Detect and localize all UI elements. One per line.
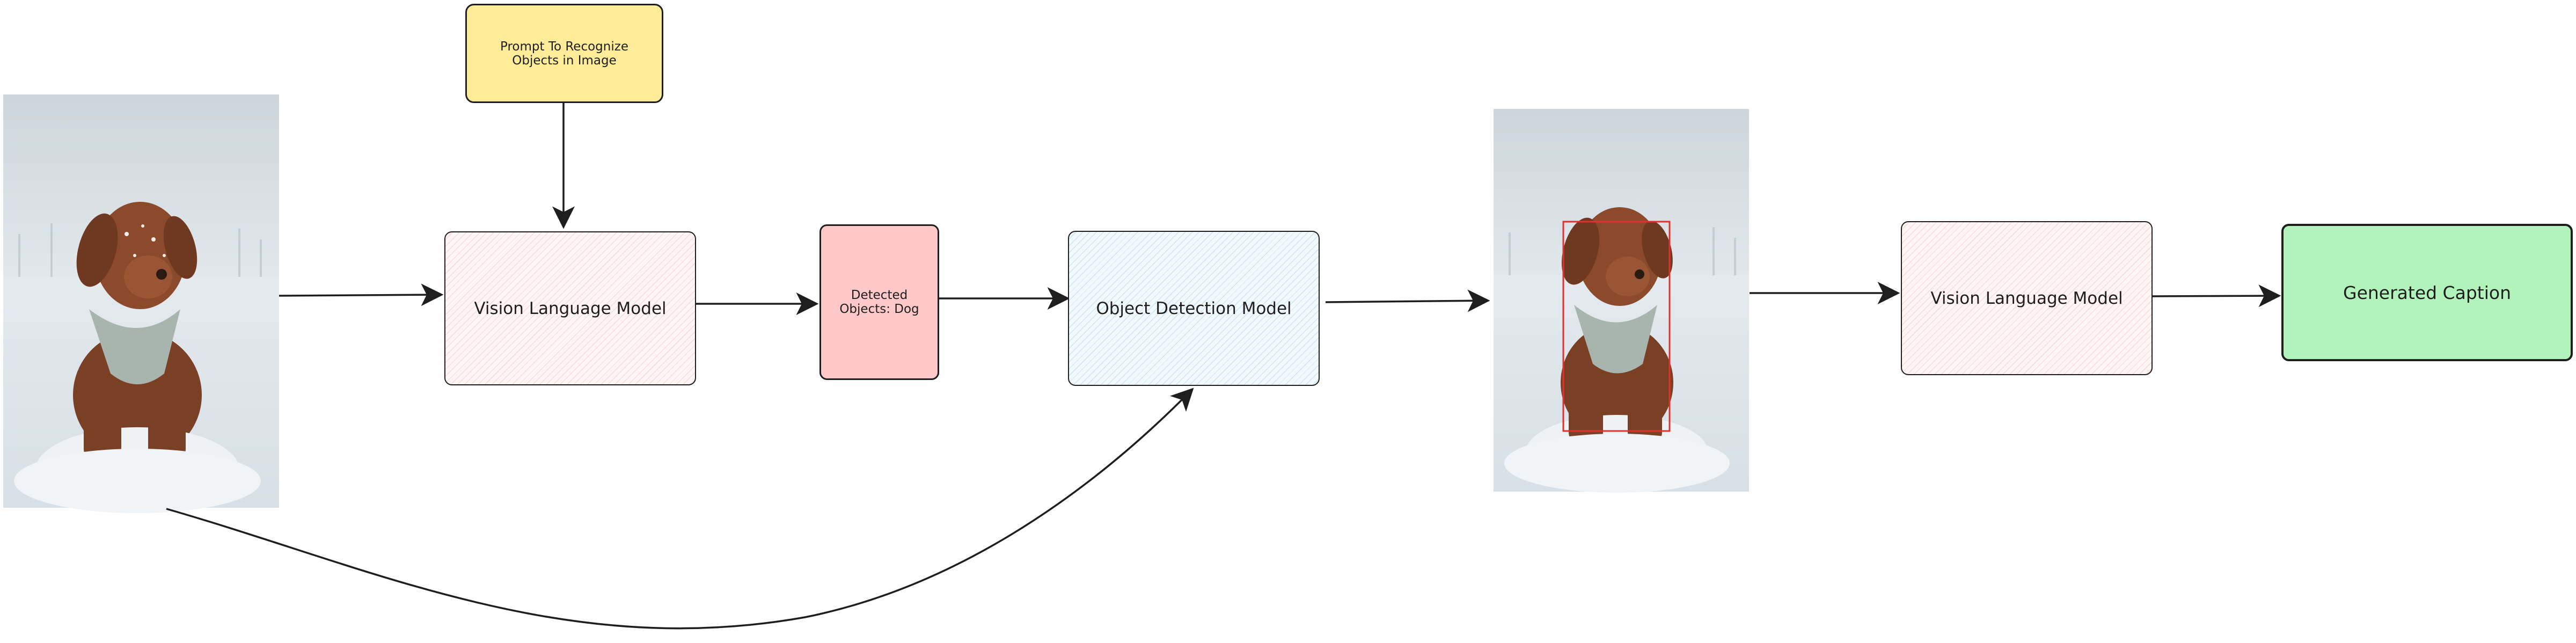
bounding-box [1562, 221, 1671, 432]
vlm-node-2[interactable]: Vision Language Model [1901, 221, 2153, 375]
arrow-image-curve-to-odm [166, 388, 1194, 630]
vlm-label-2: Vision Language Model [1930, 288, 2123, 308]
vlm-node-1[interactable]: Vision Language Model [444, 231, 696, 385]
vlm-label-1: Vision Language Model [474, 298, 667, 318]
trees-silhouette [18, 223, 262, 277]
input-dog-photo [3, 94, 279, 513]
generated-caption-node[interactable]: Generated Caption [2281, 224, 2573, 361]
object-detection-label: Object Detection Model [1096, 298, 1292, 318]
arrow-image-to-vlm [279, 283, 444, 306]
detected-objects-node[interactable]: Detected Objects: Dog [819, 224, 939, 380]
prompt-label: Prompt To Recognize Objects in Image [500, 39, 628, 68]
detected-objects-label: Detected Objects: Dog [839, 288, 919, 316]
arrow-odm-to-photo [1325, 289, 1490, 312]
prompt-node[interactable]: Prompt To Recognize Objects in Image [465, 4, 663, 103]
detected-dog-photo [1494, 109, 1749, 493]
connectors [166, 103, 2281, 630]
object-detection-node[interactable]: Object Detection Model [1068, 231, 1320, 386]
generated-caption-label: Generated Caption [2343, 282, 2511, 303]
